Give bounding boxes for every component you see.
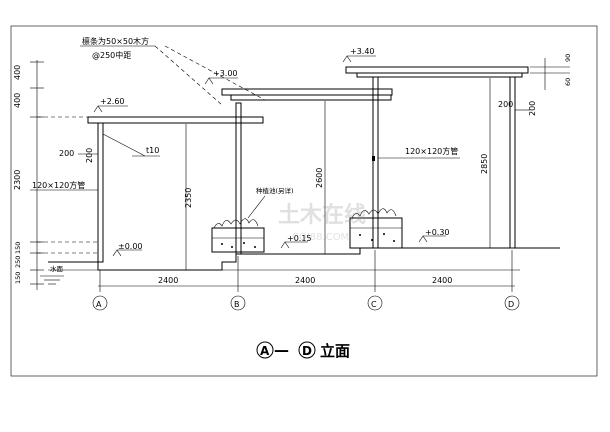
planter-1 — [211, 218, 265, 253]
watermark-sub: COI88.COM — [292, 232, 349, 243]
water-label: 水面 — [50, 264, 64, 273]
post-spec-left: 120×120方管 — [32, 180, 85, 190]
title-text: 立面 — [320, 342, 350, 360]
title-dash: — — [274, 341, 289, 359]
left-dimension-chain: 400 400 2300 150 250 150 — [13, 60, 44, 290]
elev-030: +0.30 — [425, 228, 450, 237]
dim-2350: 2350 — [184, 188, 193, 208]
beams — [87, 66, 529, 124]
dim-2300: 2300 — [13, 170, 22, 190]
dim-400-upper: 400 — [13, 65, 22, 80]
dim-60: 60 — [564, 78, 572, 86]
title-from: A — [260, 344, 270, 358]
axis-bubbles: A B C D — [92, 295, 520, 311]
dim-250: 250 — [14, 256, 22, 268]
water-level: 水面 — [40, 264, 64, 285]
elev-260: +2.60 — [100, 97, 125, 106]
beam-thickness: t10 — [146, 146, 159, 155]
dim-150: 150 — [14, 242, 22, 254]
watermark-text: 土木在线 — [278, 202, 366, 228]
dim-200-right: 200 — [498, 100, 513, 109]
purlin-spacing: @250中距 — [92, 50, 131, 60]
dim-2600: 2600 — [315, 168, 324, 188]
dim-200-right-b: 200 — [528, 101, 537, 116]
post-b — [235, 102, 242, 255]
purlin-callout: 檩条为50×50木方 @250中距 — [80, 36, 266, 106]
axis-b: B — [234, 300, 240, 309]
drawing-frame — [10, 25, 598, 377]
dim-150-bottom: 150 — [14, 272, 22, 284]
span-ab: 2400 — [158, 276, 178, 285]
post-spec-right: 120×120方管 — [405, 146, 458, 156]
drawing-title: A — D 立面 — [256, 341, 350, 360]
axis-d: D — [508, 300, 514, 309]
axis-c: C — [371, 300, 377, 309]
elev-300: +3.00 — [213, 69, 238, 78]
dim-200-post: 200 — [85, 148, 94, 163]
elev-340: +3.40 — [350, 47, 375, 56]
title-to: D — [302, 344, 312, 358]
span-cd: 2400 — [432, 276, 452, 285]
beam-mid-under — [230, 94, 392, 101]
span-bc: 2400 — [295, 276, 315, 285]
dim-200-left: 200 — [59, 149, 74, 158]
purlin-label: 檩条为50×50木方 — [82, 36, 149, 46]
elev-000: ±0.00 — [118, 242, 143, 251]
post-c — [372, 76, 379, 249]
watermark: 土木在线 COI88.COM — [278, 202, 366, 243]
planter-2 — [349, 208, 403, 249]
planter-label: 种植池(另详) — [256, 186, 294, 195]
axis-a: A — [96, 300, 102, 309]
post-a — [97, 122, 104, 263]
beam-high — [345, 66, 529, 74]
elevation-marks: +2.60 +3.00 +3.40 ±0.00 +0.15 +0.30 — [93, 47, 450, 257]
dim-90: 90 — [564, 54, 572, 62]
beam-high-under — [356, 72, 523, 78]
span-dimensions: 2400 2400 2400 — [98, 250, 515, 292]
ground-steps — [48, 247, 560, 271]
dim-2850: 2850 — [480, 154, 489, 174]
beam-mid-top — [221, 88, 393, 96]
beam-callout-leader — [102, 133, 146, 157]
elev-015: +0.15 — [287, 234, 312, 243]
beam-low — [87, 116, 264, 124]
dim-400-lower: 400 — [13, 93, 22, 108]
